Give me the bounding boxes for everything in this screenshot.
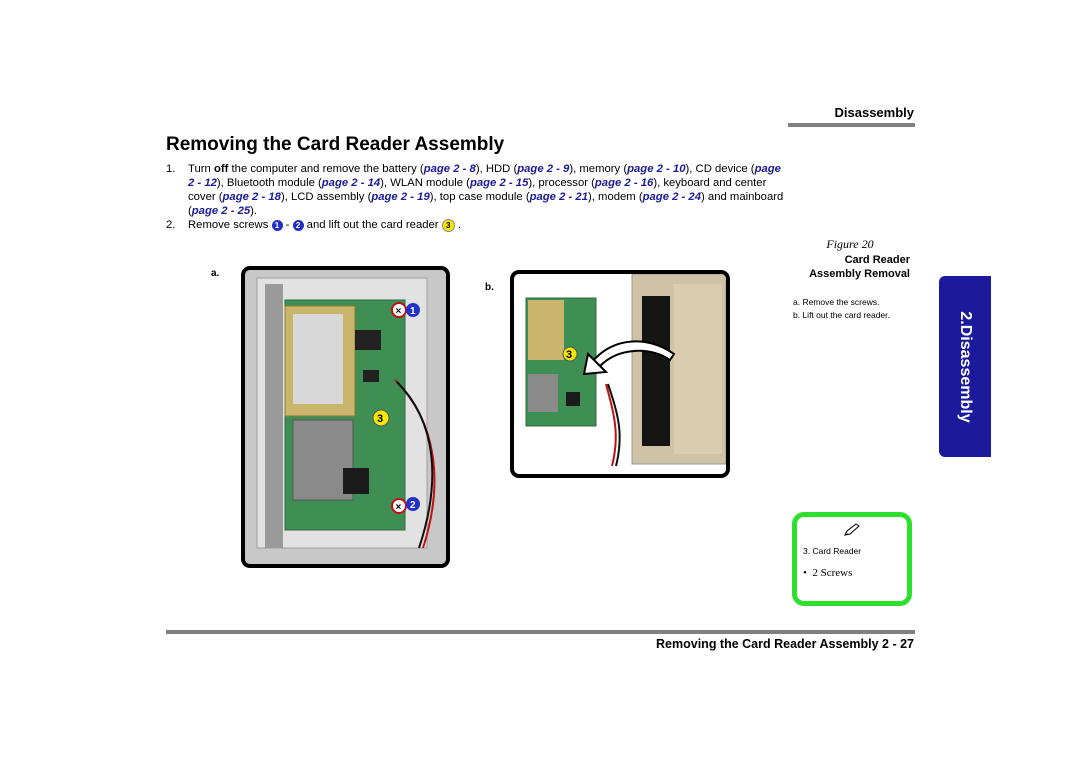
footer-text: Removing the Card Reader Assembly 2 - 27 xyxy=(656,637,914,651)
callout-marker: 3 xyxy=(441,218,455,232)
page-link[interactable]: page 2 - 24 xyxy=(642,191,702,203)
photo-a: × × 1 2 3 xyxy=(241,266,450,568)
step-number: 2. xyxy=(166,219,176,231)
step-text-run: Turn xyxy=(188,163,214,175)
photo-a-label: a. xyxy=(211,268,220,279)
step-text-run: ), LCD assembly ( xyxy=(280,191,372,203)
marker-1: 1 xyxy=(410,306,416,317)
page-link[interactable]: page 2 - 19 xyxy=(371,191,430,203)
step-text-run: ). xyxy=(250,205,258,217)
photo-a-image: × × 1 2 3 xyxy=(245,270,446,564)
step-text: Remove screws 1 - 2 and lift out the car… xyxy=(188,218,786,232)
figure-caption-line1: Card Reader xyxy=(844,254,910,266)
note-box xyxy=(792,512,912,606)
bullet-icon: • xyxy=(803,567,813,579)
step-item: 2.Remove screws 1 - 2 and lift out the c… xyxy=(166,218,786,232)
figure-number: Figure 20 xyxy=(826,237,874,251)
step-text-run: ), HDD ( xyxy=(475,163,518,175)
photo-b-label: b. xyxy=(485,282,494,293)
marker-3: 3 xyxy=(377,413,383,425)
figure-caption: Card Reader Assembly Removal xyxy=(780,253,910,281)
step-text-run: and lift out the card reader xyxy=(303,219,442,231)
photo-b-image: 3 xyxy=(514,274,726,474)
step-text: Turn off the computer and remove the bat… xyxy=(188,162,786,218)
steps-list: 1.Turn off the computer and remove the b… xyxy=(166,162,786,232)
note-item-screws: • 2 Screws xyxy=(803,567,852,579)
step-text-run: ), WLAN module ( xyxy=(380,177,470,189)
step-text-run: ), Bluetooth module ( xyxy=(216,177,322,189)
page-link[interactable]: page 2 - 12 xyxy=(188,163,781,189)
callout-marker: 2 xyxy=(292,219,304,231)
figure-note-b: b. Lift out the card reader. xyxy=(793,310,890,320)
footer-rule xyxy=(166,630,915,634)
chapter-tab-label: 2.Disassembly xyxy=(957,310,974,423)
figure-notes: a. Remove the screws. b. Lift out the ca… xyxy=(793,296,890,322)
step-text-run: ), processor ( xyxy=(528,177,595,189)
svg-text:×: × xyxy=(396,306,402,317)
section-header: Disassembly xyxy=(834,105,915,120)
step-text-run: ), modem ( xyxy=(588,191,643,203)
step-text-run: the computer and remove the battery ( xyxy=(228,163,424,175)
note-item-screws-text: 2 Screws xyxy=(812,567,853,579)
pencil-icon xyxy=(844,523,860,536)
page-link[interactable]: page 2 - 8 xyxy=(423,163,476,175)
screw-icon xyxy=(391,498,407,514)
step-text-run: - xyxy=(282,219,293,231)
arrow-icon xyxy=(590,340,676,368)
step-text-run: . xyxy=(454,219,461,231)
page-link[interactable]: page 2 - 10 xyxy=(627,163,686,175)
emphasis-text: off xyxy=(213,163,229,175)
page-link[interactable]: page 2 - 14 xyxy=(321,177,381,189)
step-text-run: ), memory ( xyxy=(569,163,628,175)
svg-text:×: × xyxy=(396,502,402,513)
marker-3-b: 3 xyxy=(566,349,572,361)
photo-b: 3 xyxy=(510,270,730,478)
page-link[interactable]: page 2 - 21 xyxy=(529,191,588,203)
step-text-run: ) and mainboard ( xyxy=(188,191,784,217)
step-number: 1. xyxy=(166,163,176,175)
figure-note-a: a. Remove the screws. xyxy=(793,297,880,307)
step-text-run: ), keyboard and center cover ( xyxy=(188,177,767,203)
chapter-tab: 2.Disassembly xyxy=(939,276,991,457)
page-link[interactable]: page 2 - 15 xyxy=(469,177,529,189)
note-item-card-reader: 3. Card Reader xyxy=(803,546,862,556)
header-rule xyxy=(788,123,915,127)
marker-2: 2 xyxy=(410,500,416,511)
step-text-run: ), CD device ( xyxy=(685,163,755,175)
step-item: 1. Turn off the computer and remove the b… xyxy=(166,162,786,218)
figure-caption-line2: Assembly Removal xyxy=(809,268,910,280)
page-link[interactable]: page 2 - 18 xyxy=(222,191,281,203)
step-text-run: Remove screws xyxy=(188,219,272,231)
page-link[interactable]: page 2 - 16 xyxy=(594,177,654,189)
page-title: Removing the Card Reader Assembly xyxy=(166,134,505,155)
callout-marker: 1 xyxy=(271,219,283,231)
step-text-run: ), top case module ( xyxy=(429,191,530,203)
page-link[interactable]: page 2 - 25 xyxy=(191,205,251,217)
page-link[interactable]: page 2 - 9 xyxy=(517,163,570,175)
